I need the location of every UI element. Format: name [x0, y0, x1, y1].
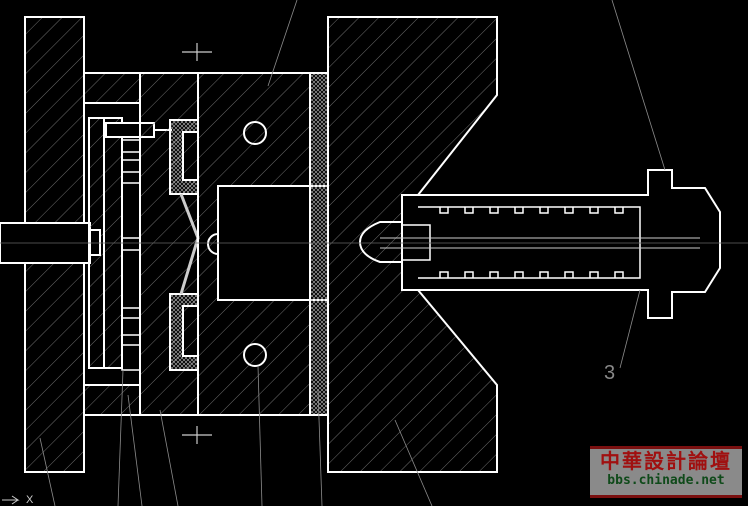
ejector-pin-ladder — [121, 139, 141, 371]
parting-marks — [182, 43, 212, 444]
gate — [207, 233, 219, 255]
ejector-rod-head — [89, 229, 101, 256]
guide-hole-bottom — [243, 343, 267, 367]
injection-nozzle — [401, 169, 721, 319]
part-label: 3 — [604, 362, 616, 384]
ucs-axis-label: X — [26, 494, 34, 506]
spacer-block-bottom — [83, 384, 141, 416]
watermark-url: bbs.chinade.net — [607, 473, 725, 488]
leader-lines — [39, 0, 666, 506]
spacer-block-top — [83, 72, 141, 104]
heater-band-marks — [439, 207, 624, 278]
insulation-strip — [309, 72, 329, 416]
guide-hole-top — [243, 121, 267, 145]
watermark-title: 中華設計論壇 — [600, 449, 732, 473]
watermark: 中華設計論壇 bbs.chinade.net — [590, 446, 742, 498]
ucs-icon — [2, 495, 20, 505]
